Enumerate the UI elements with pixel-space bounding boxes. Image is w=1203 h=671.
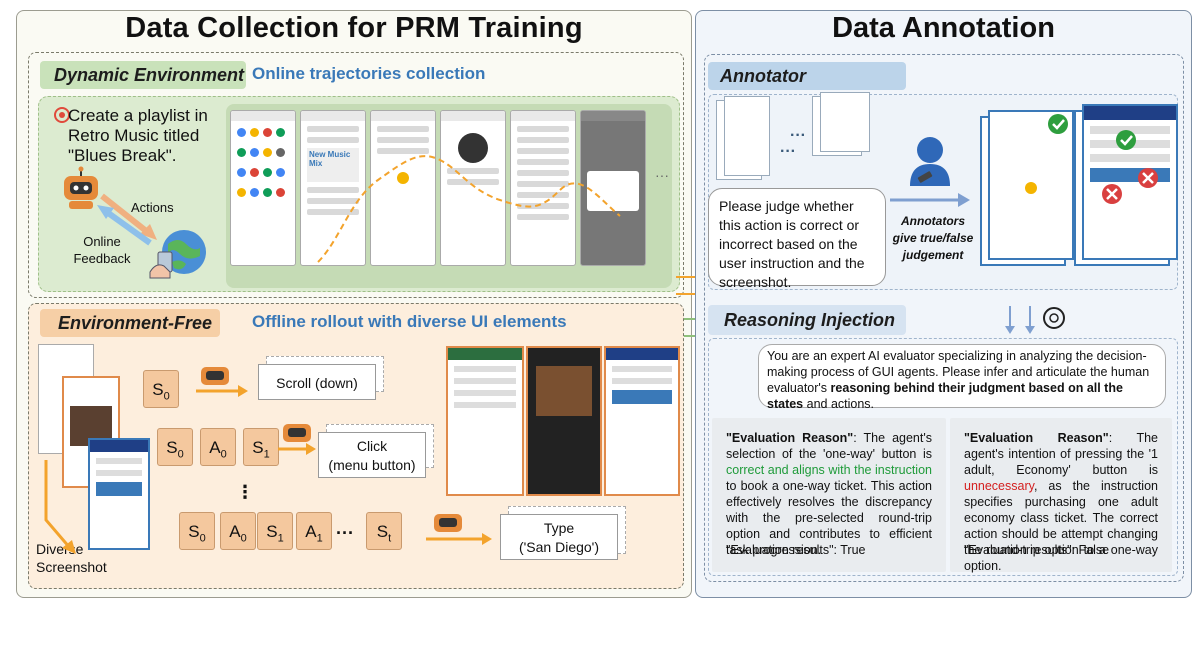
vertical-ellipsis: ⋮ (236, 482, 254, 502)
evaluation-reason-text: : The agent's intention of pressing the … (964, 431, 1158, 477)
annotation-prompt: Please judge whether this action is corr… (708, 188, 886, 290)
screenshot-playlist-detail (440, 110, 506, 266)
result-screenshot-booking (604, 346, 680, 496)
result-screenshot-classical-music (526, 346, 602, 496)
action-click-line2: (menu button) (328, 457, 416, 473)
actions-label: Actions (131, 200, 174, 215)
judge-screenshot-2 (724, 96, 770, 176)
action-click-menu-button: Click (menu button) (318, 432, 426, 478)
state-s1: S1 (243, 428, 279, 466)
diverse-screenshot-3 (88, 438, 150, 550)
evaluation-highlight-correct: correct and aligns with the instruction (726, 463, 932, 477)
judge-screenshot-large-2 (988, 110, 1074, 260)
environment-free-tag: Environment-Free (40, 309, 220, 337)
screenshot-songs-menu (510, 110, 576, 266)
system-prompt: You are an expert AI evaluator specializ… (758, 344, 1166, 411)
evaluation-result-true: "Evaluation results": True (726, 543, 866, 557)
action-a0: A0 (220, 512, 256, 550)
state-s1: S1 (257, 512, 293, 550)
evaluation-reason-label: "Evaluation Reason" (726, 431, 854, 445)
data-annotation-title: Data Annotation (832, 12, 1055, 44)
evaluation-card-true: "Evaluation Reason": The agent's selecti… (712, 418, 946, 572)
online-feedback-label: Online Feedback (73, 234, 131, 266)
evaluation-reason-text: to book a one-way ticket. This action ef… (726, 479, 932, 557)
annotator-judgement-tag: Annotator Judgement (708, 62, 906, 114)
screenshot-music-home: New Music Mix (300, 110, 366, 266)
result-screenshot-playlists (446, 346, 524, 496)
annotators-label: Annotators give true/false judgement (892, 214, 974, 262)
diverse-screenshot-2 (62, 376, 120, 488)
action-type-line1: Type (543, 520, 575, 536)
system-prompt-end: and actions. (803, 397, 875, 411)
evaluation-card-false: "Evaluation Reason": The agent's intenti… (950, 418, 1172, 573)
system-prompt-text: You are an expert AI evaluator specializ… (767, 349, 1150, 395)
screenshot-add-to-playlist (580, 110, 646, 266)
reasoning-injection-tag: Reasoning Injection (708, 305, 906, 335)
diverse-screenshot-label: Diverse Screenshot (36, 541, 107, 575)
action-type-san-diego: Type ('San Diego') (500, 514, 618, 560)
state-s0: S0 (143, 370, 179, 408)
dynamic-environment-subtitle: Online trajectories collection (252, 64, 486, 83)
dynamic-environment-tag: Dynamic Environment (40, 61, 246, 89)
evaluation-reason-text: , as the instruction specifies purchasin… (964, 479, 1158, 573)
action-a1: A1 (296, 512, 332, 550)
dynamic-environment-section (28, 52, 684, 298)
state-s0: S0 (157, 428, 193, 466)
state-s0: S0 (179, 512, 215, 550)
annotation-section (704, 54, 1184, 582)
judge-screenshot-booking-2 (1082, 104, 1178, 260)
task-instruction: Create a playlist in Retro Music titled … (68, 106, 208, 165)
screenshot-playlist-empty (370, 110, 436, 266)
data-collection-title: Data Collection for PRM Training (125, 12, 583, 44)
action-type-line2: ('San Diego') (518, 539, 600, 555)
screenshot-home (230, 110, 296, 266)
action-scroll-down: Scroll (down) (258, 364, 376, 400)
system-prompt-bold: reasoning behind their judgment based on… (767, 381, 1123, 411)
evaluation-result-false: "Evaluation results": False (964, 543, 1110, 557)
action-a0: A0 (200, 428, 236, 466)
action-click-line1: Click (356, 438, 388, 454)
horizontal-ellipsis: ··· (336, 523, 354, 543)
environment-free-subtitle: Offline rollout with diverse UI elements (252, 312, 567, 331)
evaluation-reason-label: "Evaluation Reason" (964, 431, 1109, 445)
evaluation-reason-text: : The agent's selection of the 'one-way'… (726, 431, 932, 461)
evaluation-highlight-unnecessary: unnecessary (964, 479, 1034, 493)
judge-screenshot-4 (820, 92, 870, 152)
state-st: St (366, 512, 402, 550)
